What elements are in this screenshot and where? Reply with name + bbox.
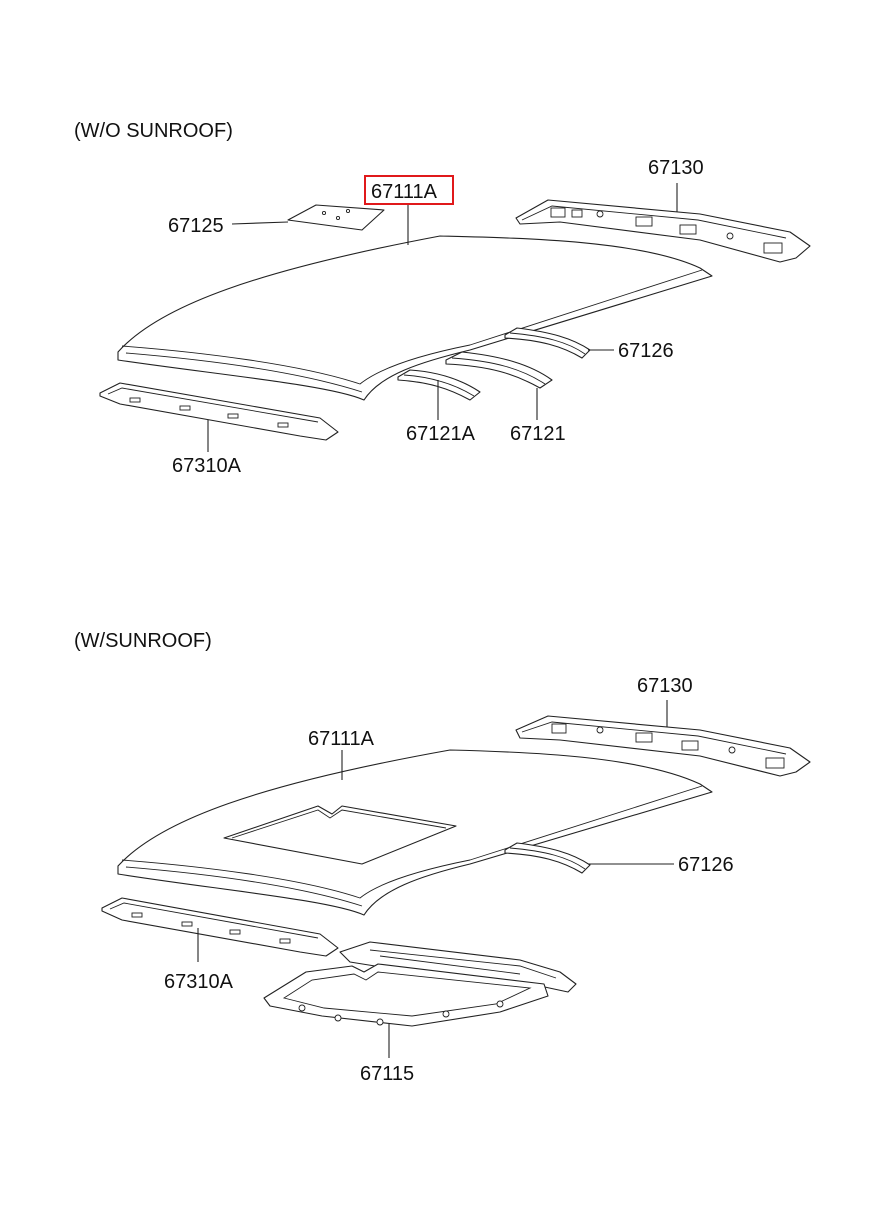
part-67310A-front-rail[interactable] bbox=[99, 382, 339, 441]
part-67130-rear-rail[interactable] bbox=[515, 199, 811, 263]
label-67115[interactable]: 67115 bbox=[360, 1063, 414, 1085]
label-67130-sunroof[interactable]: 67130 bbox=[637, 675, 693, 697]
heading-with-sunroof: (W/SUNROOF) bbox=[74, 630, 212, 652]
heading-without-sunroof: (W/O SUNROOF) bbox=[74, 120, 233, 142]
part-67125-bracket[interactable] bbox=[287, 204, 385, 231]
label-67121[interactable]: 67121 bbox=[510, 423, 566, 445]
part-67121A-bow[interactable] bbox=[397, 369, 481, 401]
leader-67125 bbox=[231, 221, 289, 225]
label-67310A[interactable]: 67310A bbox=[172, 455, 242, 477]
part-67310A-front-rail-sunroof[interactable] bbox=[101, 897, 339, 957]
part-67126-bow-sunroof[interactable] bbox=[504, 842, 591, 874]
part-67126-bow[interactable] bbox=[504, 327, 591, 359]
label-67126-sunroof[interactable]: 67126 bbox=[678, 854, 734, 876]
label-67130[interactable]: 67130 bbox=[648, 157, 704, 179]
part-67111A-roof-panel-sunroof[interactable] bbox=[117, 749, 713, 916]
highlight-67111A bbox=[364, 175, 454, 205]
label-67121A[interactable]: 67121A bbox=[406, 423, 476, 445]
part-67111A-roof-panel[interactable] bbox=[117, 235, 713, 401]
label-67111A-sunroof[interactable]: 67111A bbox=[308, 728, 375, 750]
label-67310A-sunroof[interactable]: 67310A bbox=[164, 971, 234, 993]
part-67121-bow[interactable] bbox=[445, 351, 553, 389]
part-67115-sunroof-frame[interactable] bbox=[263, 941, 577, 1027]
section-with-sunroof: (W/SUNROOF) 67130 67111A bbox=[74, 630, 811, 1085]
section-without-sunroof: (W/O SUNROOF) 67130 67111A bbox=[74, 120, 811, 477]
label-67126[interactable]: 67126 bbox=[618, 340, 674, 362]
part-67130-rear-rail-sunroof[interactable] bbox=[515, 715, 811, 777]
label-67111A[interactable]: 67111A bbox=[371, 181, 438, 203]
label-67125[interactable]: 67125 bbox=[168, 215, 224, 237]
